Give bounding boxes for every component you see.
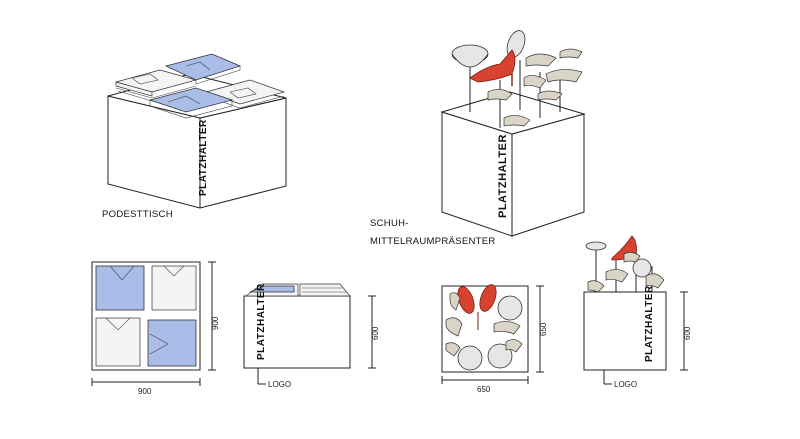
schuh-plan-view xyxy=(441,284,529,373)
podest-elevation-view: PLATZHALTER xyxy=(243,283,351,369)
podest-logo-label: LOGO xyxy=(268,380,291,389)
podest-plan-dim-depth: 900 xyxy=(211,316,220,330)
schuh-elev-dim-height: 600 xyxy=(683,326,692,340)
schuh-iso-view: PLATZHALTER xyxy=(440,30,586,237)
label-podesttisch: PODESTTISCH xyxy=(102,209,173,220)
schuh-plan-dim-depth: 650 xyxy=(539,322,548,336)
podest-iso-brand: PLATZHALTER xyxy=(198,119,209,196)
podest-elev-brand: PLATZHALTER xyxy=(256,283,267,360)
podesttisch-iso-view: PLATZHALTER xyxy=(107,53,287,209)
podest-plan-dim-width: 900 xyxy=(138,387,152,396)
schuh-elevation-view: PLATZHALTER xyxy=(583,235,667,371)
schuh-elev-brand: PLATZHALTER xyxy=(644,285,655,362)
label-schuh-line1: SCHUH- xyxy=(370,218,409,229)
schuh-iso-brand: PLATZHALTER xyxy=(497,134,509,218)
podest-plan-view xyxy=(91,261,201,371)
podest-elev-dim-height: 600 xyxy=(371,326,380,340)
schuh-plan-dim-width: 650 xyxy=(477,385,491,394)
label-schuh-line2: MITTELRAUMPRÄSENTER xyxy=(370,236,496,247)
schuh-logo-label: LOGO xyxy=(614,380,637,389)
